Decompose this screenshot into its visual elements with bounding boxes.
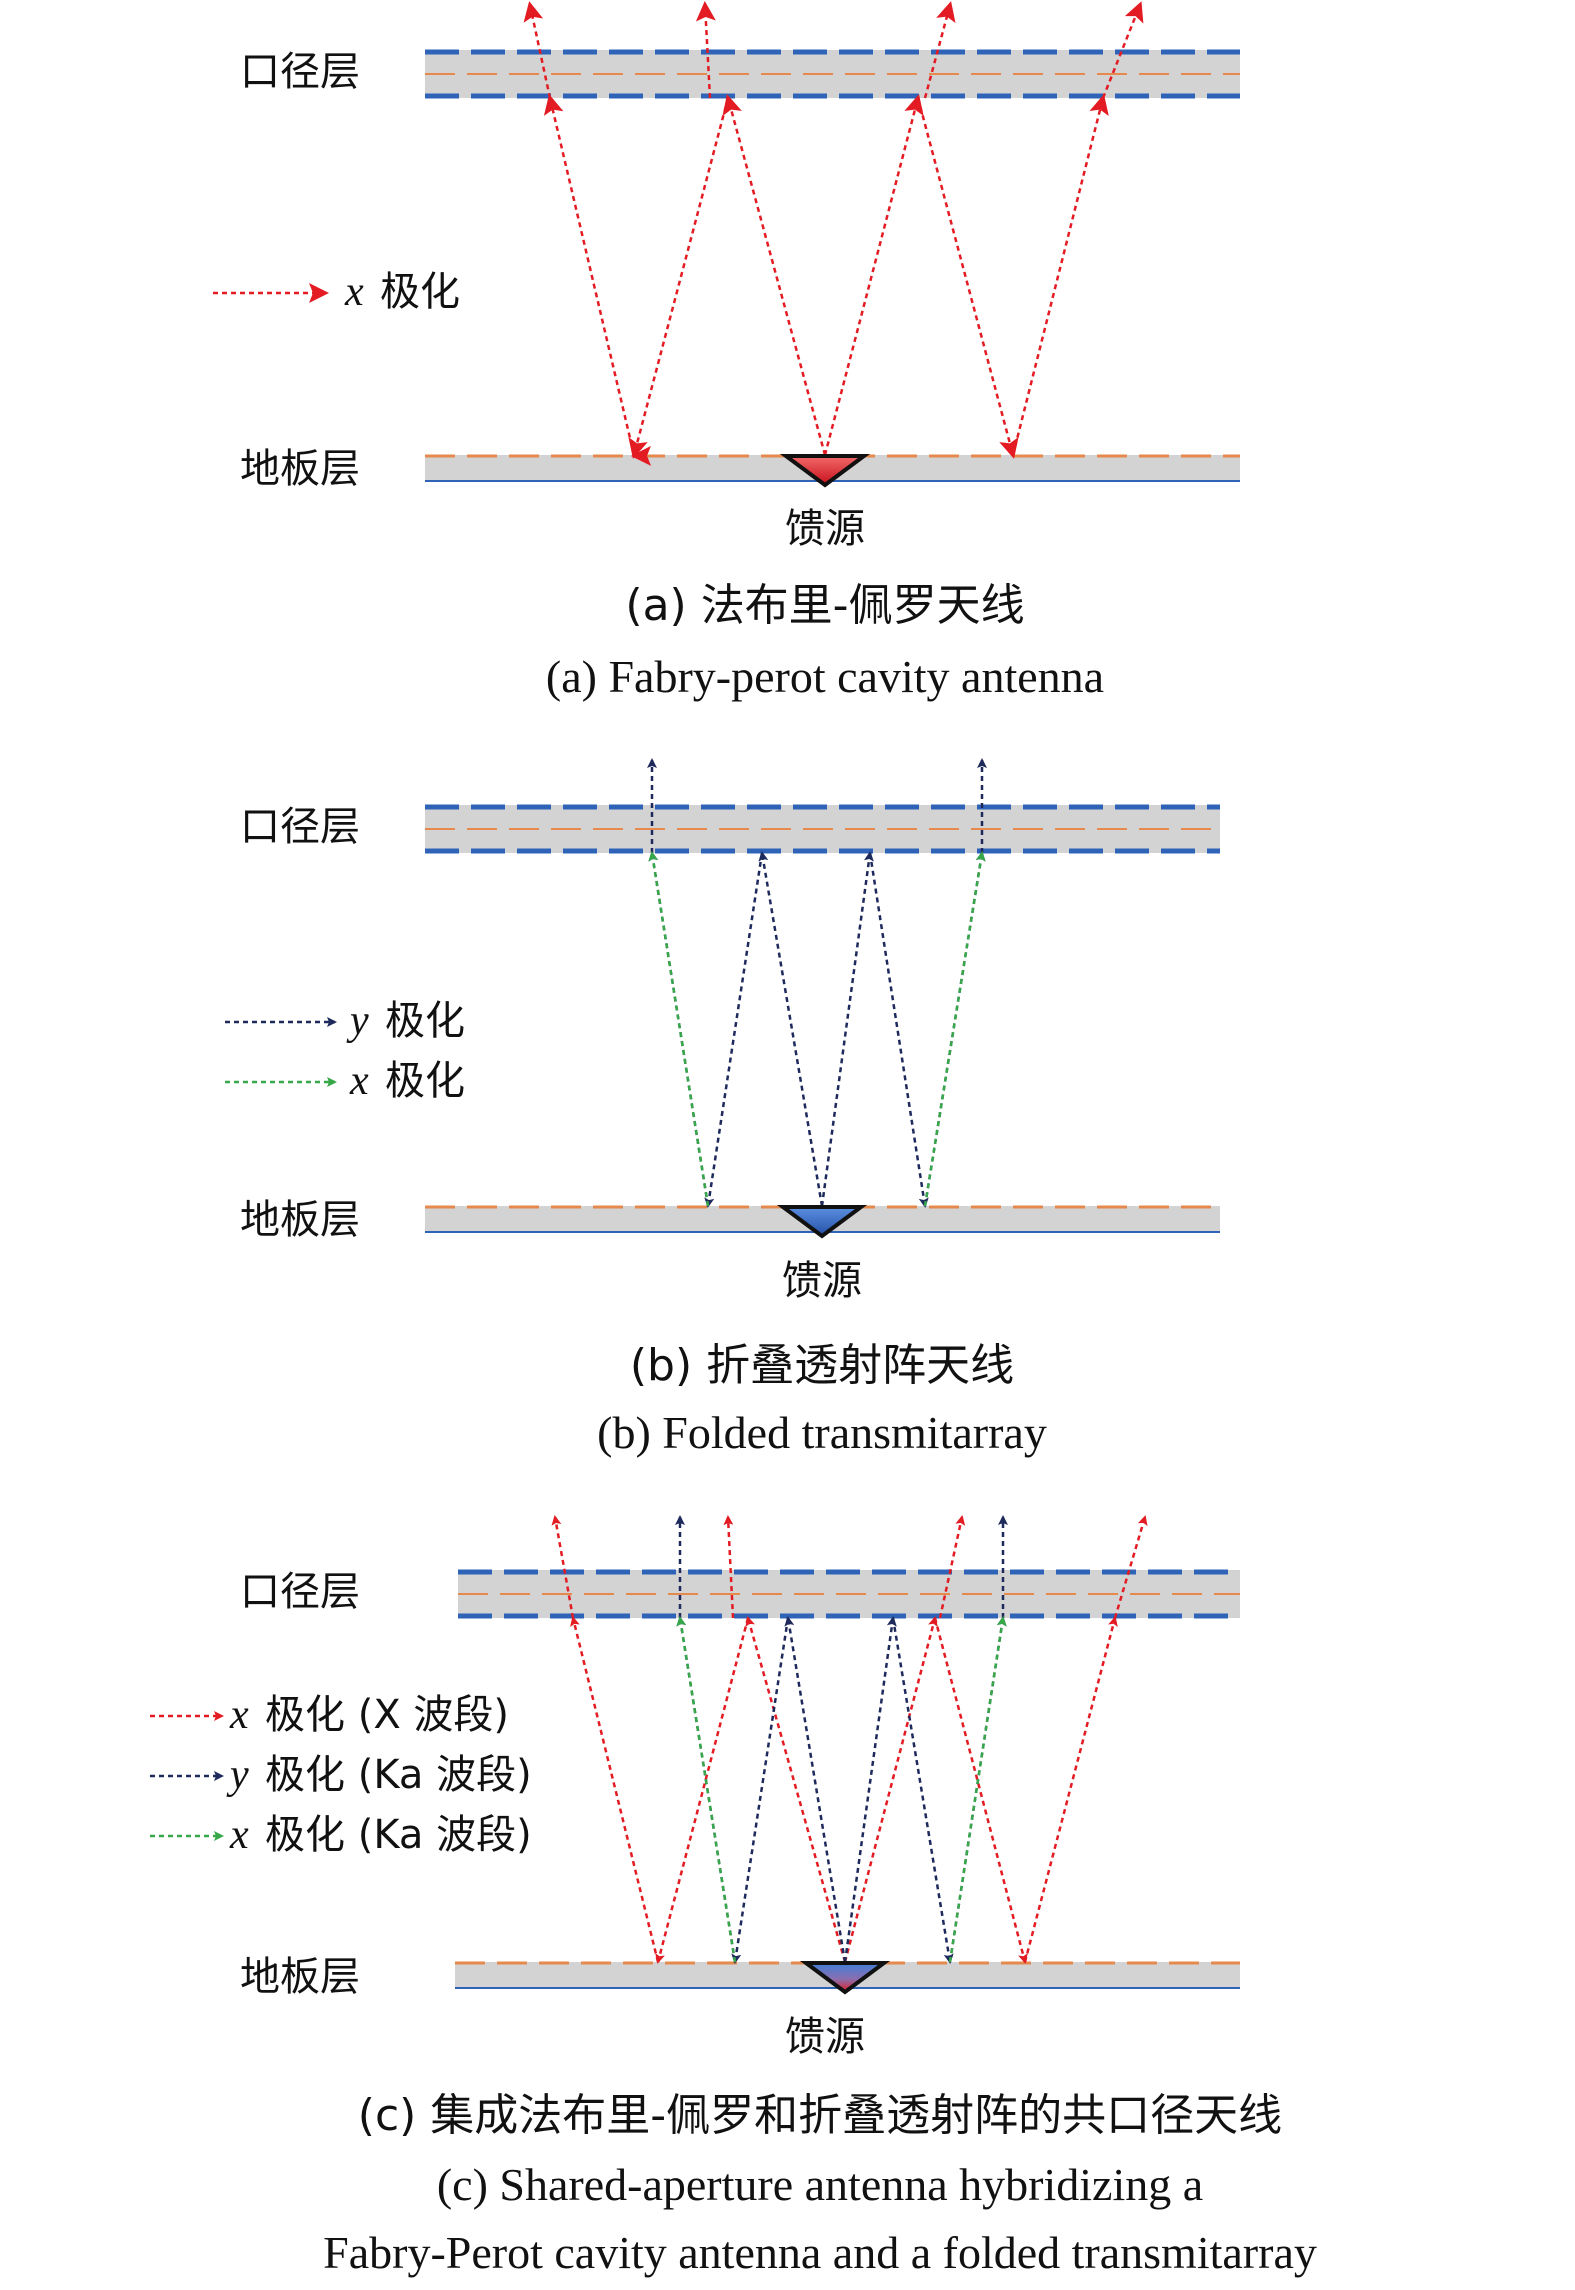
aperture-layer-c — [458, 1569, 1240, 1619]
caption-en: (b) Folded transmitarray — [597, 1407, 1047, 1458]
ground-label: 地板层 — [240, 1197, 360, 1243]
legend-text: 极化 — [385, 998, 465, 1044]
rays-c — [551, 1515, 1148, 1964]
ray-segment — [1101, 1, 1144, 99]
ray-segment — [923, 1, 956, 99]
ground-label: 地板层 — [240, 1954, 360, 2000]
ray-segment — [551, 1515, 575, 1619]
legend-var: x — [229, 1692, 249, 1738]
ray-segment — [570, 1616, 660, 1963]
ray-segment — [933, 1617, 1028, 1964]
ray-segment — [1011, 94, 1109, 456]
ray-segment — [695, 1, 716, 99]
ray-segment — [723, 1515, 735, 1619]
caption-en-line2: Fabry-Perot cavity antenna and a folded … — [323, 2227, 1317, 2278]
caption-cn: (c) 集成法布里-佩罗和折叠透射阵的共口径天线 — [358, 2090, 1282, 2141]
legend-text: 极化 (Ka 波段) — [265, 1812, 532, 1858]
ray-segment — [523, 1, 552, 99]
caption-cn: (b) 折叠透射阵天线 — [630, 1340, 1014, 1391]
legend-text: 极化 (Ka 波段) — [265, 1752, 532, 1798]
feed-horn-b — [776, 1205, 868, 1239]
ray-segment — [704, 852, 764, 1208]
feed-label: 馈源 — [782, 1258, 862, 1304]
feed-horn-c — [799, 1961, 891, 1995]
ray-segment — [722, 94, 827, 456]
rays-a — [523, 1, 1144, 466]
panel-a: x 极化 口径层 地板层 馈源 (a) 法布里-佩罗天线 (a) Fabry-p… — [213, 1, 1240, 702]
legend-var: x — [344, 269, 364, 315]
legend-b: y 极化 x 极化 — [225, 998, 465, 1104]
ray-segment — [731, 1617, 790, 1964]
ray-segment — [745, 1616, 847, 1963]
caption-en-line1: (c) Shared-aperture antenna hybridizing … — [437, 2159, 1203, 2210]
legend-var: y — [346, 998, 369, 1044]
ray-segment — [820, 851, 874, 1207]
ray-segment — [868, 852, 929, 1208]
caption-cn: (a) 法布里-佩罗天线 — [625, 580, 1024, 631]
ray-segment — [648, 851, 710, 1207]
aperture-label: 口径层 — [240, 1569, 360, 1615]
legend-var: x — [349, 1058, 369, 1104]
ray-segment — [648, 851, 710, 1207]
ray-segment — [676, 1616, 737, 1963]
panel-c: x 极化 (X 波段) y 极化 (Ka 波段) x 极化 (Ka 波段) 口径… — [150, 1515, 1317, 2278]
aperture-label: 口径层 — [240, 49, 360, 95]
legend-text: 极化 — [385, 1058, 465, 1104]
ground-label: 地板层 — [240, 446, 360, 492]
ray-segment — [916, 97, 1019, 459]
ray-segment — [543, 94, 636, 456]
ray-segment — [843, 1616, 897, 1963]
legend-text: 极化 — [380, 269, 460, 315]
legend-c: x 极化 (X 波段) y 极化 (Ka 波段) x 极化 (Ka 波段) — [150, 1692, 532, 1858]
ray-segment — [923, 851, 986, 1207]
ray-segment — [1023, 1616, 1118, 1963]
legend-var: y — [226, 1752, 249, 1798]
ray-segment — [758, 851, 824, 1207]
aperture-layer-a — [425, 49, 1240, 99]
caption-en: (a) Fabry-perot cavity antenna — [546, 651, 1104, 702]
rays-b — [647, 758, 987, 1208]
panel-b: y 极化 x 极化 口径层 地板层 馈源 (b) 折叠透射阵天线 (b) Fol… — [225, 758, 1220, 1458]
ray-segment — [655, 1617, 750, 1964]
aperture-label: 口径层 — [240, 804, 360, 850]
legend-text: 极化 (X 波段) — [265, 1692, 509, 1738]
legend-var: x — [229, 1812, 249, 1858]
ray-segment — [948, 1616, 1007, 1963]
ray-segment — [784, 1616, 847, 1963]
ray-segment — [923, 851, 986, 1207]
ray-segment — [891, 1617, 954, 1964]
aperture-layer-b — [425, 804, 1220, 854]
ray-segment — [628, 97, 730, 459]
feed-horn-a — [779, 454, 871, 488]
legend-a: x 极化 — [213, 269, 460, 315]
ray-segment — [823, 94, 924, 456]
feed-label: 馈源 — [785, 2014, 865, 2060]
feed-label: 馈源 — [785, 506, 865, 552]
